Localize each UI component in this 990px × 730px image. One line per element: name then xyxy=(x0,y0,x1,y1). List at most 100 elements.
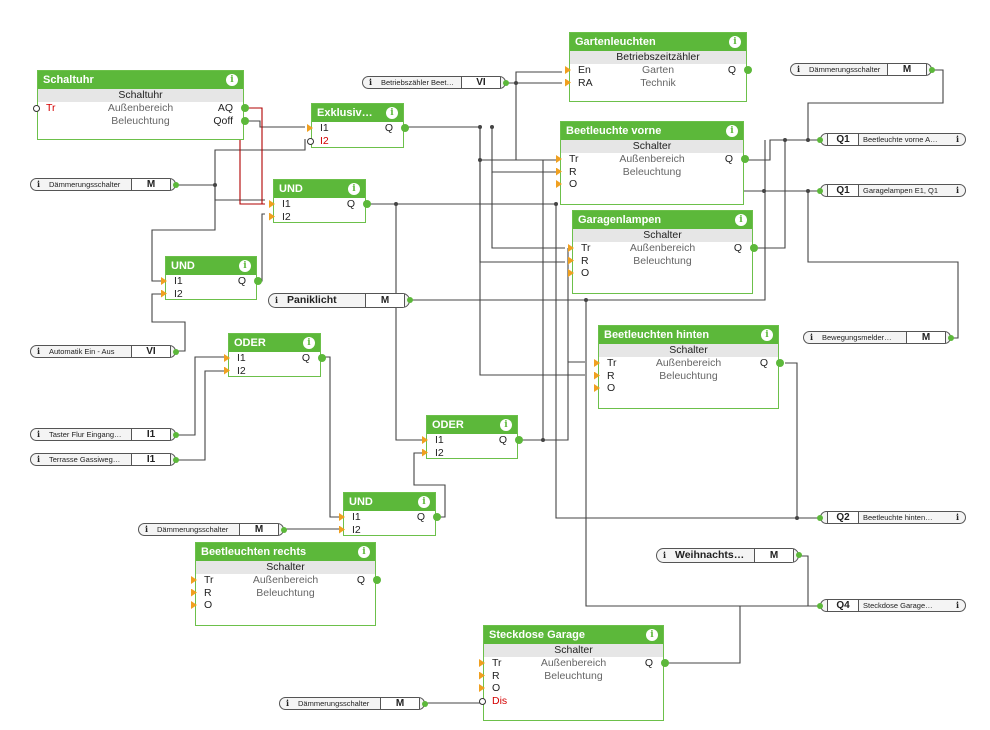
input-port-icon[interactable] xyxy=(817,137,823,143)
input-port-icon[interactable] xyxy=(422,436,428,444)
output-port-icon[interactable] xyxy=(948,335,954,341)
info-icon[interactable]: i xyxy=(37,454,41,464)
output-port-icon[interactable] xyxy=(254,277,262,285)
info-icon[interactable]: i xyxy=(37,346,41,356)
input-port-icon[interactable] xyxy=(191,601,197,609)
info-icon[interactable]: i xyxy=(663,550,667,560)
output-port-icon[interactable] xyxy=(281,527,287,533)
negated-input-port-icon[interactable] xyxy=(307,137,314,145)
output-port-icon[interactable] xyxy=(515,436,523,444)
input-port-icon[interactable] xyxy=(479,684,485,692)
input-port-icon[interactable] xyxy=(224,366,230,375)
output-port-icon[interactable] xyxy=(173,349,179,355)
info-icon[interactable]: i xyxy=(726,125,738,137)
input-port-icon[interactable] xyxy=(307,124,313,132)
info-icon[interactable]: i xyxy=(369,77,373,87)
info-icon[interactable]: i xyxy=(797,64,801,74)
input-port-icon[interactable] xyxy=(568,269,574,277)
info-icon[interactable]: i xyxy=(729,36,741,48)
input-port-icon[interactable] xyxy=(191,576,197,584)
info-icon[interactable]: i xyxy=(500,419,512,431)
input-port-icon[interactable] xyxy=(556,180,562,188)
input-port-icon[interactable] xyxy=(191,588,197,597)
output-port-icon[interactable] xyxy=(173,182,179,188)
input-port-icon[interactable] xyxy=(817,603,823,609)
input-port-icon[interactable] xyxy=(565,78,571,87)
input-port-icon[interactable] xyxy=(568,256,574,265)
info-icon[interactable]: i xyxy=(145,524,149,534)
output-port-icon[interactable] xyxy=(776,359,784,367)
negated-input-port-icon[interactable] xyxy=(33,105,40,112)
info-icon[interactable]: i xyxy=(37,429,41,439)
info-icon[interactable]: i xyxy=(37,179,41,189)
output-port-icon[interactable] xyxy=(661,659,669,667)
input-port-icon[interactable] xyxy=(594,371,600,380)
input-port-icon[interactable] xyxy=(161,277,167,285)
output-port-icon[interactable] xyxy=(929,67,935,73)
input-port-icon[interactable] xyxy=(568,244,574,252)
input-port-icon[interactable] xyxy=(565,66,571,74)
output-port-icon[interactable] xyxy=(744,66,752,74)
output-port-icon[interactable] xyxy=(241,116,249,125)
output-port-icon[interactable] xyxy=(750,244,758,252)
info-icon[interactable]: i xyxy=(275,295,279,305)
input-port-icon[interactable] xyxy=(339,525,345,534)
input-port-icon[interactable] xyxy=(161,289,167,298)
input-port-icon[interactable] xyxy=(594,359,600,367)
output-port-icon[interactable] xyxy=(407,297,413,303)
input-port-icon[interactable] xyxy=(422,448,428,457)
info-icon[interactable]: i xyxy=(386,107,398,119)
input-port-icon[interactable] xyxy=(556,167,562,176)
output-port-icon[interactable] xyxy=(241,104,249,112)
input-port-icon[interactable] xyxy=(269,212,275,221)
output-port-icon[interactable] xyxy=(741,155,749,163)
info-icon[interactable]: i xyxy=(646,629,658,641)
output-port-icon[interactable] xyxy=(433,513,441,521)
output-port-icon[interactable] xyxy=(503,80,509,86)
info-icon[interactable]: i xyxy=(226,74,238,86)
output-port-icon[interactable] xyxy=(796,552,802,558)
input-port-icon[interactable] xyxy=(817,515,823,521)
info-icon[interactable]: i xyxy=(955,185,959,195)
output-port-icon[interactable] xyxy=(173,457,179,463)
info-icon[interactable]: i xyxy=(418,496,430,508)
info-icon[interactable]: i xyxy=(955,600,959,610)
output-port-icon[interactable] xyxy=(401,124,409,132)
info-icon[interactable]: i xyxy=(955,512,959,522)
output-port-icon[interactable] xyxy=(422,701,428,707)
input-port-icon[interactable] xyxy=(556,155,562,163)
input-port-icon[interactable] xyxy=(339,513,345,521)
negated-input-port-icon[interactable] xyxy=(479,697,486,705)
input-port-icon[interactable] xyxy=(224,354,230,362)
info-icon[interactable]: i xyxy=(735,214,747,226)
output-port-icon[interactable] xyxy=(373,576,381,584)
info-icon[interactable]: i xyxy=(761,329,773,341)
input-port-icon[interactable] xyxy=(269,200,275,208)
output-port-icon[interactable] xyxy=(318,354,326,362)
info-icon[interactable]: i xyxy=(239,260,251,272)
info-icon[interactable]: i xyxy=(303,337,315,349)
